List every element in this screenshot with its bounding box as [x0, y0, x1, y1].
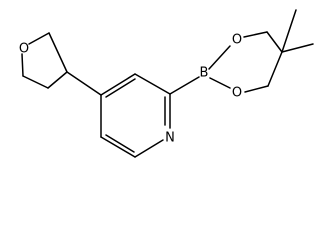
- atom-label-boron: B: [200, 66, 209, 81]
- linker-bond: [66, 71, 102, 96]
- thf-bond-c5-c4: [22, 75, 49, 89]
- methyl-bond-up: [281, 9, 297, 53]
- cq-ch2-lower-bond: [267, 51, 283, 87]
- atom-label-pyridine-nitrogen: N: [165, 131, 175, 146]
- thf-bond-c3-c2: [48, 32, 68, 73]
- atom-label-boronate-oxygen-upper: O: [232, 33, 242, 48]
- b-o-upper-bond: [208, 45, 231, 70]
- py-bond-c6-c5: [100, 136, 136, 158]
- py-bond-c6-c5-inner: [105, 134, 135, 153]
- ch2-cq-upper-bond: [266, 31, 283, 53]
- bonds: [21, 9, 314, 158]
- thf-bond-c4-c3: [47, 71, 68, 89]
- molecule-structure: O N B O O: [19, 9, 314, 158]
- py-bond-c4-c3-inner: [105, 78, 136, 98]
- o-lower-b-bond: [209, 77, 231, 89]
- py-bond-c3-c2: [134, 73, 171, 95]
- thf-bond-o-c5: [21, 53, 24, 77]
- py-bond-c4-c3: [100, 73, 136, 96]
- atom-label-boronate-oxygen-lower: O: [232, 86, 242, 101]
- methyl-bond-right: [281, 43, 314, 53]
- atom-label-thf-oxygen: O: [19, 42, 29, 57]
- atom-labels: O N B O O: [19, 33, 242, 146]
- py-bond-n-c6: [134, 139, 164, 158]
- ch2-o-lower-bond: [244, 85, 269, 93]
- py-b-bond: [169, 76, 200, 95]
- thf-bond-c2-o: [28, 32, 50, 45]
- o-upper-ch2-bond: [243, 31, 268, 38]
